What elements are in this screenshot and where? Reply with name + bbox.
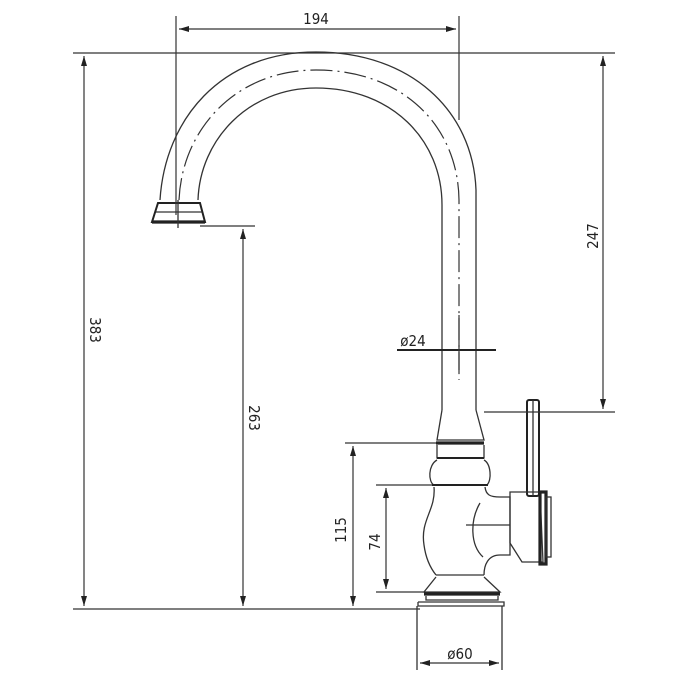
faucet-body	[416, 409, 511, 670]
dimension-spout-diameter: ø24	[397, 315, 496, 370]
dimension-base-diameter: ø60	[420, 645, 499, 666]
handle-body-height-label: 74	[366, 533, 384, 550]
dimension-spout-reach: 194	[175, 10, 460, 215]
body-height-label: 115	[332, 517, 350, 543]
spout-rise-label: 247	[584, 223, 602, 249]
lever-handle	[466, 399, 552, 566]
spout	[150, 51, 477, 410]
total-height-label: 383	[86, 317, 104, 343]
dimension-outlet-height: 263	[200, 225, 263, 606]
dimension-handle-body-height: 74	[366, 484, 432, 593]
dimension-body-height: 115	[332, 442, 436, 606]
dimension-total-height: 383	[81, 56, 104, 606]
spout-reach-label: 194	[303, 10, 329, 28]
spout-diameter-label: ø24	[400, 332, 425, 350]
base-diameter-label: ø60	[447, 645, 472, 663]
dimension-spout-rise: 247	[484, 56, 615, 413]
outlet-height-label: 263	[245, 405, 263, 431]
